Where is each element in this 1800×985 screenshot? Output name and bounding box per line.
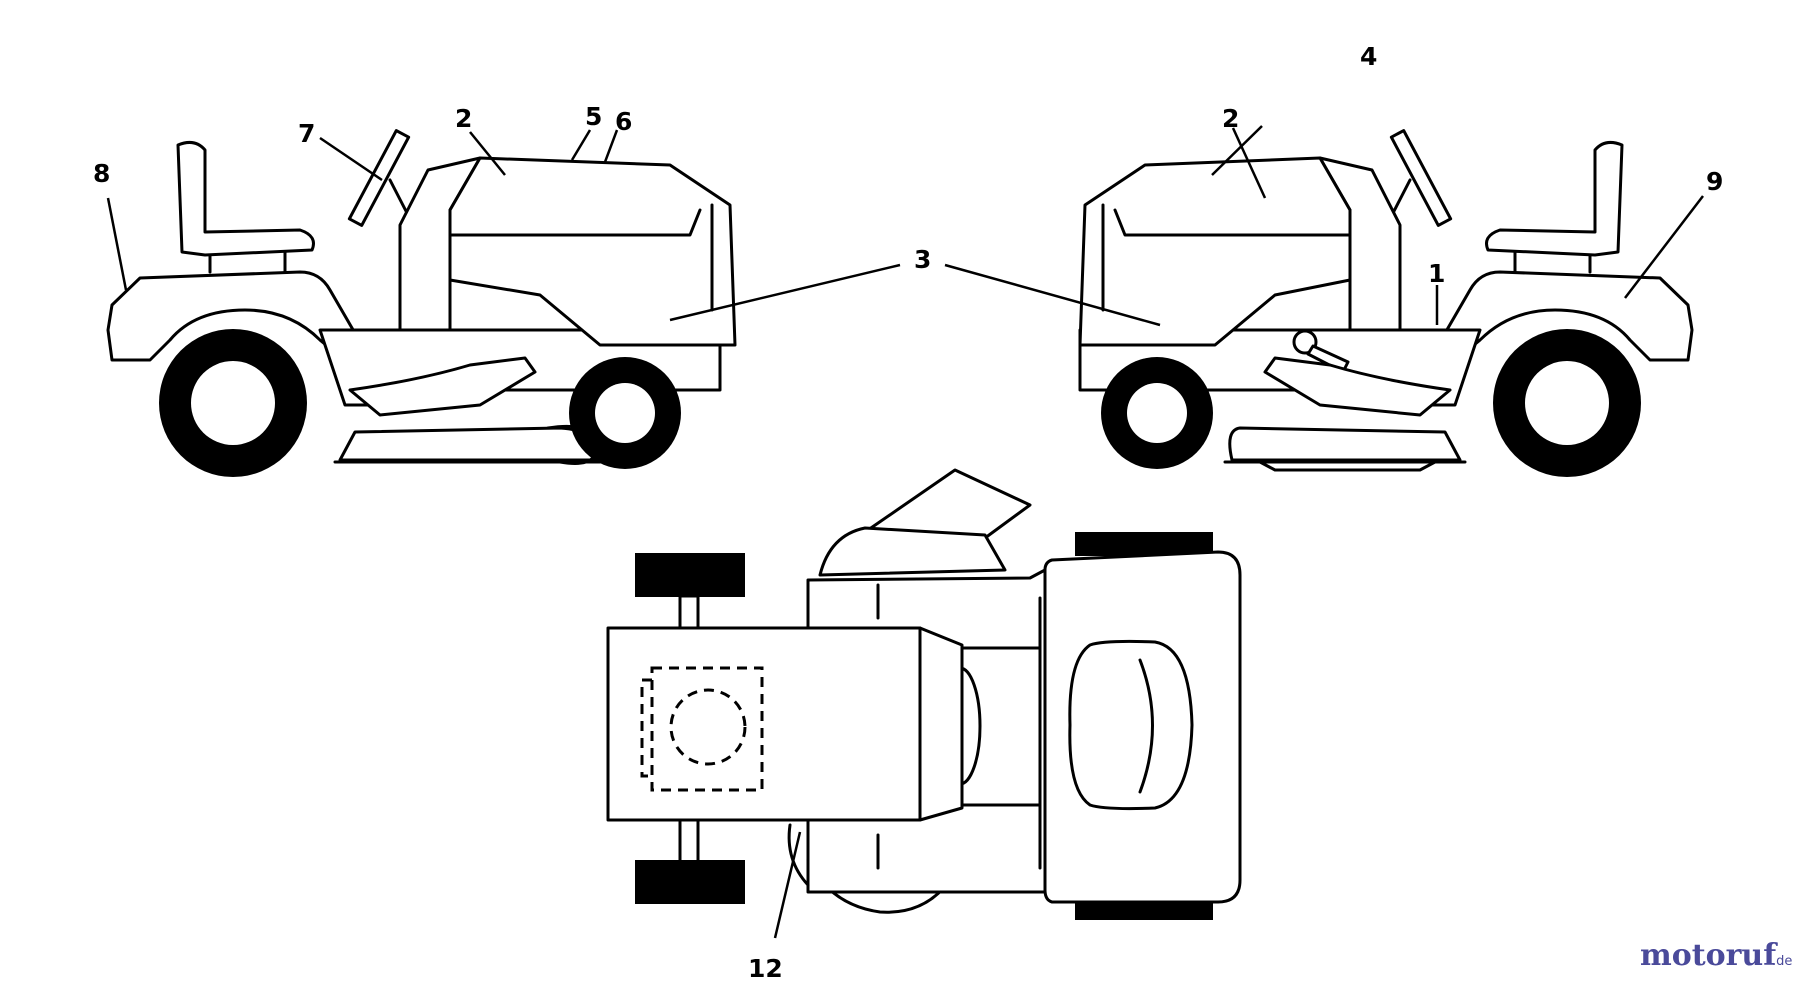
callout-1: 1 xyxy=(1428,259,1445,288)
callout-4: 4 xyxy=(1360,42,1377,71)
callout-labels: 8 7 2 5 6 3 2 4 1 9 12 xyxy=(93,42,1723,983)
callout-2-left: 2 xyxy=(455,104,472,133)
callout-5: 5 xyxy=(585,102,602,131)
callout-9: 9 xyxy=(1706,167,1723,196)
tractor-right-side-view xyxy=(1078,129,1694,477)
watermark-logo: motoruf .de xyxy=(1640,938,1792,973)
callout-3: 3 xyxy=(914,245,931,274)
tractor-top-view xyxy=(606,468,1242,920)
watermark-tld: .de xyxy=(1772,954,1792,969)
watermark-brand: motoruf xyxy=(1640,938,1778,973)
callout-12: 12 xyxy=(748,954,783,983)
callout-2-right: 2 xyxy=(1222,104,1239,133)
leader-lines xyxy=(106,125,1704,939)
callout-6: 6 xyxy=(615,107,632,136)
tractor-left-side-view xyxy=(106,129,737,477)
callout-8: 8 xyxy=(93,159,110,188)
callout-7: 7 xyxy=(298,119,315,148)
